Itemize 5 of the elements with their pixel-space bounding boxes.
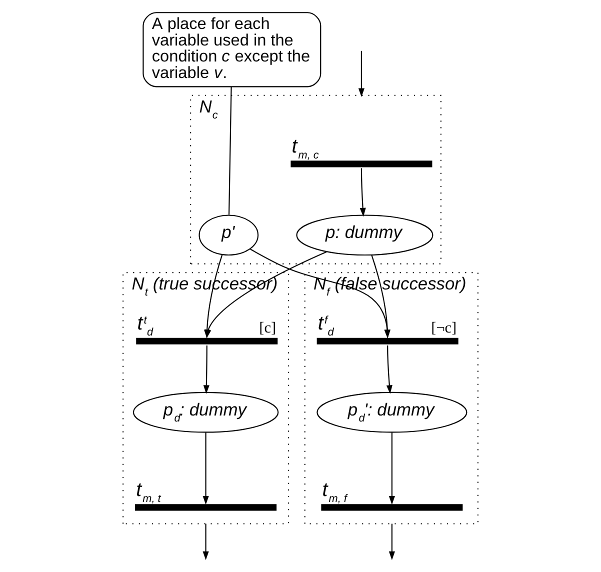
node-label: t$_{m, t}$ (136, 478, 161, 505)
node-label: t$_{m, c}$ (292, 135, 319, 162)
node-label: t$_{m, f}$ (322, 478, 347, 505)
node-label: [¬c] (431, 320, 457, 337)
node-label: [c] (259, 320, 276, 337)
